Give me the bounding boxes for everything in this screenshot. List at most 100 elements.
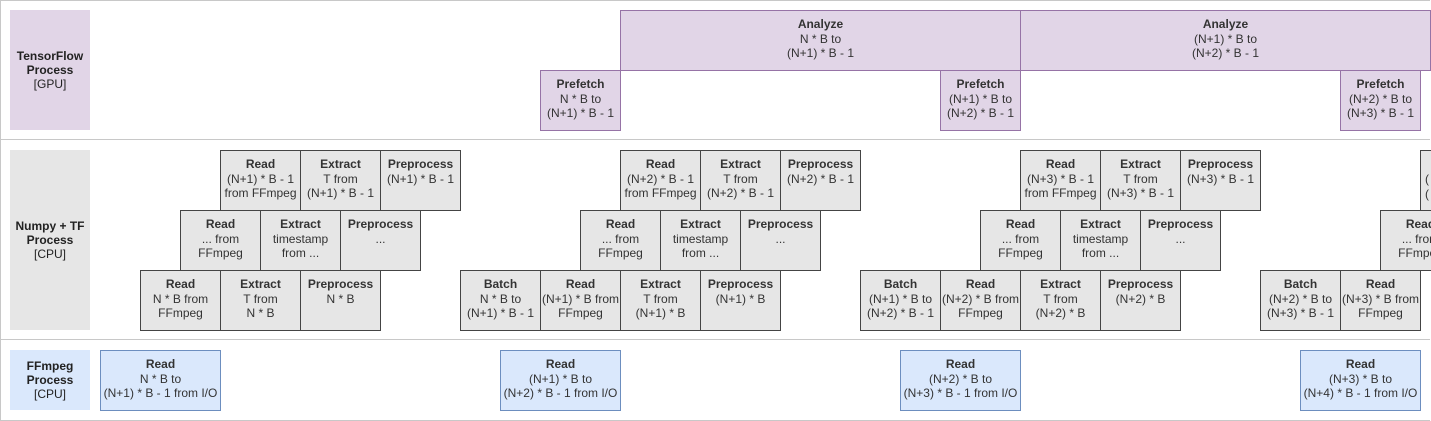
prefetch-n1-box: Prefetch(N+1) * B to(N+2) * B - 1: [940, 70, 1021, 131]
box-line: (N+3) * B - 1 from I/O: [903, 386, 1018, 400]
box-line: T from: [243, 291, 278, 306]
box-line: (N+1) * B to: [528, 371, 593, 386]
box-line: (N+1) * B - 1: [226, 171, 295, 186]
lane-subtitle: Process: [26, 233, 74, 247]
box-line: from ...: [281, 246, 320, 260]
box-line: T from: [323, 171, 358, 186]
box-line: FFmpeg: [198, 246, 243, 260]
box-line: (N+1) * B - 1: [306, 186, 375, 200]
box-title: Analyze: [797, 17, 844, 31]
box-title: Prefetch: [1356, 77, 1405, 91]
box-line: N * B to: [479, 291, 522, 306]
box-title: Extract: [1120, 157, 1161, 171]
box-title: Read: [1365, 277, 1396, 291]
box-line: (N+1) * B - 1: [466, 306, 535, 320]
box-title: Batch: [1283, 277, 1318, 291]
box-line: (N+2) * B - 1: [626, 171, 695, 186]
box-line: (N+3) * B - 1: [1346, 106, 1415, 120]
box-line: N * B to: [139, 371, 182, 386]
lane-subtitle: Process: [26, 373, 74, 387]
box-title: Read: [545, 357, 576, 371]
preprocess-a2-box: Preprocess...: [340, 210, 421, 271]
batch-c-box: Batch(N+1) * B to(N+2) * B - 1: [860, 270, 941, 331]
box-line: (N+3) * B - 1: [1106, 186, 1175, 200]
box-line: from FFmpeg: [624, 186, 697, 200]
box-line: FFmpeg: [998, 246, 1043, 260]
box-line: from FFmpeg: [224, 186, 297, 200]
lane-tensorflow-border: [0, 0, 1430, 140]
box-title: Analyze: [1202, 17, 1249, 31]
box-line: (N+1) * B - 1: [786, 46, 855, 60]
box-line: FFmpeg: [1398, 246, 1431, 260]
box-line: (N+2) * B - 1: [786, 171, 855, 186]
preprocess-b1-box: Preprocess(N+2) * B - 1: [780, 150, 861, 211]
preprocess-c1-box: Preprocess(N+3) * B - 1: [1180, 150, 1261, 211]
box-line: FFmpeg: [558, 306, 603, 320]
analyze-n1-box: Analyze(N+1) * B to(N+2) * B - 1: [1020, 10, 1431, 71]
box-line: from FFmpeg: [1024, 186, 1097, 200]
box-title: Read: [945, 357, 976, 371]
lane-numpy-border: [0, 140, 1430, 340]
box-title: Extract: [240, 277, 281, 291]
box-line: (N+1) * B to: [868, 291, 933, 306]
preprocess-b3-box: Preprocess(N+1) * B: [700, 270, 781, 331]
lane-title: Numpy + TF: [15, 219, 85, 233]
box-title: Extract: [640, 277, 681, 291]
box-line: (N+1) * B: [635, 306, 686, 320]
lane-subtitle: Process: [26, 63, 74, 77]
box-line: ... from: [201, 231, 240, 246]
box-line: (N+1) * B - 1: [386, 171, 455, 186]
preprocess-b2-box: Preprocess...: [740, 210, 821, 271]
box-title: Extract: [1080, 217, 1121, 231]
box-line: FFmpeg: [158, 306, 203, 320]
box-line: ...: [1175, 231, 1186, 246]
lane-device: [CPU]: [33, 387, 66, 401]
box-title: Read: [565, 277, 596, 291]
box-line: ... from: [1001, 231, 1040, 246]
prefetch-n2-box: Prefetch(N+2) * B to(N+3) * B - 1: [1340, 70, 1421, 131]
box-title: Read: [205, 217, 236, 231]
preprocess-c2-box: Preprocess...: [1140, 210, 1221, 271]
box-line: (N+2) * B - 1: [866, 306, 935, 320]
box-line: (N+3) * B to: [1328, 371, 1393, 386]
box-line: T from: [643, 291, 678, 306]
box-title: Preprocess: [387, 157, 454, 171]
box-title: Prefetch: [556, 77, 605, 91]
box-line: (N+1) * B from: [541, 291, 619, 306]
box-title: Extract: [680, 217, 721, 231]
box-line: (N+1) * B - 1: [546, 106, 615, 120]
ffmpeg-read-n1-box: Read(N+1) * B to(N+2) * B - 1 from I/O: [500, 350, 621, 411]
box-line: timestamp: [1072, 231, 1129, 246]
box-line: T from: [1043, 291, 1078, 306]
lane-label-numpy: Numpy + TF Process [CPU]: [10, 150, 90, 330]
box-title: Preprocess: [1107, 277, 1174, 291]
box-line: (N+2) * B from: [941, 291, 1019, 306]
box-line: (N+1) * B to: [948, 91, 1013, 106]
box-title: Extract: [1040, 277, 1081, 291]
box-line: from ...: [681, 246, 720, 260]
box-title: Extract: [320, 157, 361, 171]
lane-title: FFmpeg: [26, 359, 74, 373]
box-line: (N+1) * B - 1 from I/O: [103, 386, 218, 400]
box-line: N * B to: [799, 31, 842, 46]
box-title: Extract: [280, 217, 321, 231]
box-line: N * B: [326, 291, 355, 306]
lane-label-tensorflow: TensorFlow Process [GPU]: [10, 10, 90, 130]
